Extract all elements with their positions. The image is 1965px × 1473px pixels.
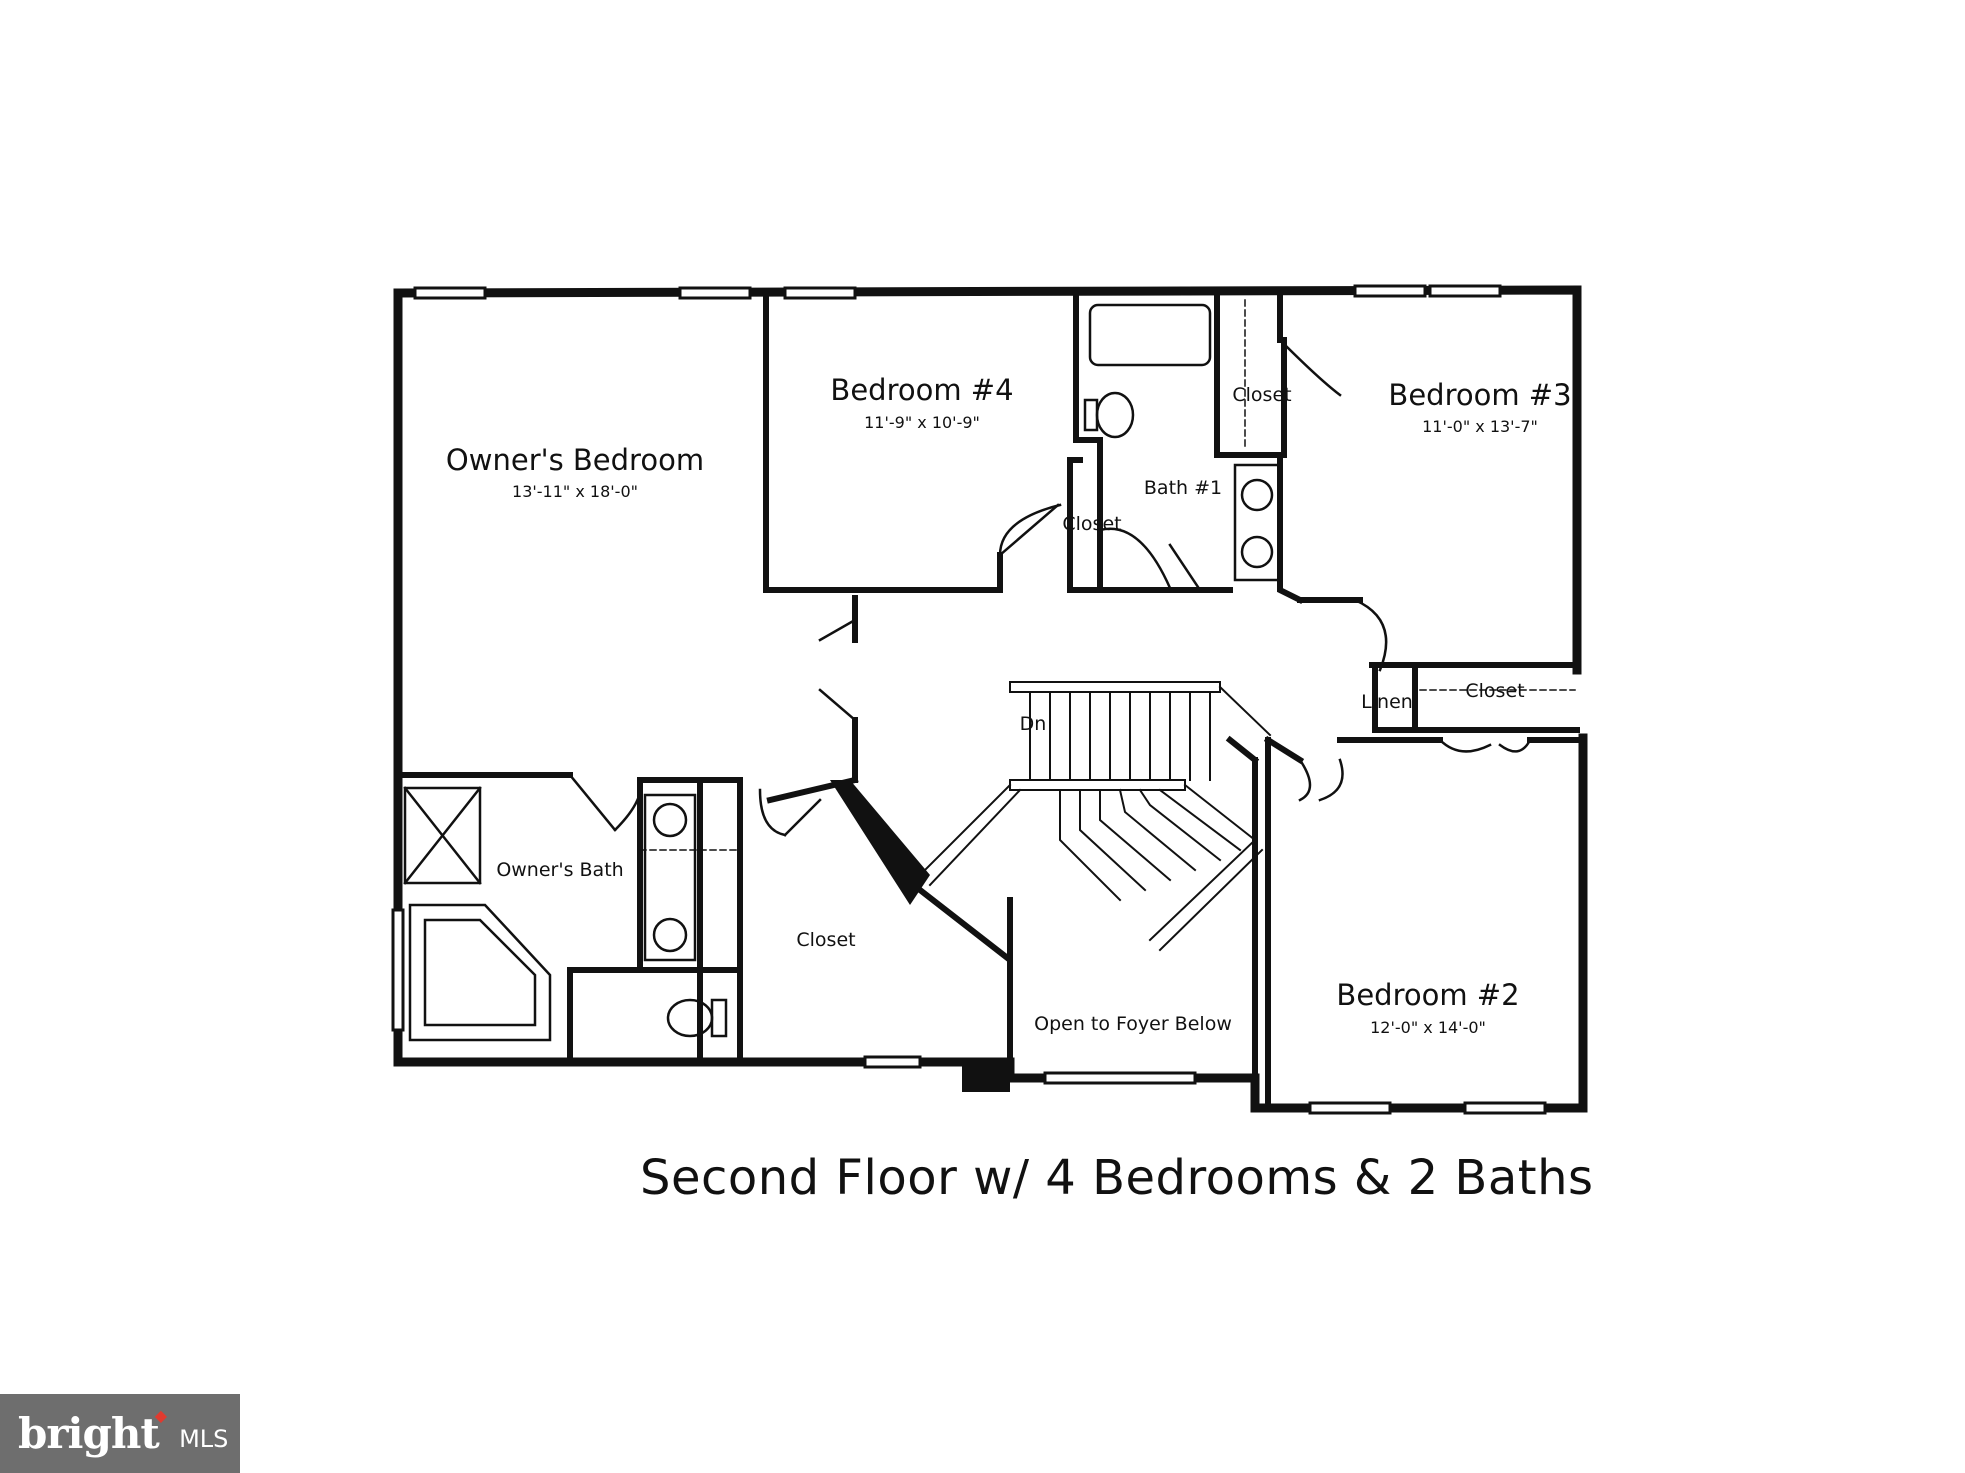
diagonal-wall bbox=[830, 780, 930, 905]
logo-brand-text: bright bbox=[18, 1409, 160, 1458]
bedroom3-dim: 11'-0" x 13'-7" bbox=[1422, 417, 1538, 436]
owners-bedroom-name: Owner's Bedroom bbox=[446, 443, 704, 477]
stairs-down-label: Dn bbox=[1020, 713, 1047, 735]
room-labels: Owner's Bedroom 13'-11" x 18'-0" Bedroom… bbox=[446, 373, 1572, 1037]
bedroom4-name: Bedroom #4 bbox=[830, 373, 1013, 407]
closet-label-bedroom4: Closet bbox=[1062, 513, 1121, 535]
open-foyer-label: Open to Foyer Below bbox=[1034, 1013, 1232, 1035]
logo-suffix-text: MLS bbox=[179, 1424, 229, 1453]
bedroom2-dim: 12'-0" x 14'-0" bbox=[1370, 1018, 1486, 1037]
linen-label: Linen bbox=[1361, 691, 1413, 713]
bedroom2-name: Bedroom #2 bbox=[1336, 978, 1519, 1012]
bedroom4-dim: 11'-9" x 10'-9" bbox=[864, 413, 980, 432]
closet-label-bath1: Closet bbox=[1232, 384, 1291, 406]
closet-label-hall: Closet bbox=[1465, 680, 1524, 702]
closet-rods bbox=[639, 299, 1576, 851]
owners-bath-label: Owner's Bath bbox=[496, 859, 623, 881]
fixtures bbox=[403, 303, 1282, 1042]
owners-bedroom-dim: 13'-11" x 18'-0" bbox=[512, 482, 638, 501]
floor-plan-caption: Second Floor w/ 4 Bedrooms & 2 Baths bbox=[640, 1150, 1594, 1206]
interior-walls bbox=[395, 293, 1583, 1111]
staircase bbox=[918, 681, 1272, 952]
bright-mls-logo: bright ◆ MLS bbox=[0, 1394, 240, 1473]
logo-accent-icon: ◆ bbox=[154, 1407, 168, 1425]
bedroom3-name: Bedroom #3 bbox=[1388, 378, 1571, 412]
windows bbox=[391, 284, 1547, 1115]
door-swings bbox=[568, 338, 1532, 837]
closet-label-owner: Closet bbox=[796, 929, 855, 951]
bath1-label: Bath #1 bbox=[1144, 477, 1222, 499]
